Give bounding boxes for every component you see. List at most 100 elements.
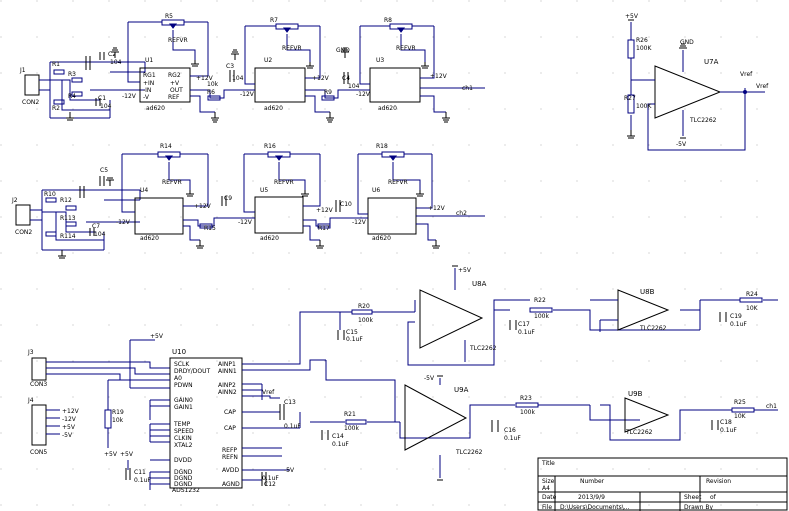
tb-date-val: 2013/9/9 (578, 494, 605, 501)
r21-val: 100k (344, 425, 359, 432)
c16-val: 0.1uF (504, 435, 521, 442)
r9-label: R9 (324, 89, 332, 96)
r4-resistor (71, 91, 83, 97)
u9b-opamp (624, 397, 670, 433)
u4-ref: U4 (140, 187, 148, 194)
r13-resistor (65, 221, 77, 227)
r26-label: R26 (636, 37, 648, 44)
u6-ref: U6 (372, 187, 380, 194)
r22-val: 100k (534, 313, 549, 320)
r10-resistor (45, 197, 57, 203)
c7-val: 104 (94, 231, 106, 238)
r5-label: R5 (165, 13, 173, 20)
r15-resistor (199, 223, 213, 229)
refvr-2: REFVR (282, 45, 302, 52)
u10-part: ADS1232 (172, 487, 200, 494)
u1-part: ad620 (146, 105, 165, 112)
j4-pin1: +12V (62, 408, 80, 415)
u10-r8: AVDD (222, 467, 239, 474)
u7a-part: TLC2262 (689, 117, 717, 124)
u5-part: ad620 (260, 235, 279, 242)
j3-ref: J3 (27, 349, 34, 356)
tb-size-val: A4 (542, 485, 550, 492)
r20-val: 100k (358, 317, 373, 324)
r24-label: R24 (746, 291, 758, 298)
u10-r7: REFN (222, 454, 238, 461)
text-layer: J1 CON2 R1 R2 R3 R4 C2 C1 104 104 U1 RG1… (11, 13, 777, 511)
con2-label: CON2 (15, 229, 32, 236)
u3-ref: U3 (376, 57, 384, 64)
u1-pin-nin: -IN (143, 87, 151, 94)
r3-resistor (71, 77, 83, 83)
r27-val: 100K (636, 103, 652, 110)
c2-val: 104 (110, 59, 122, 66)
row1-chain (24, 19, 485, 123)
r9-resistor (321, 95, 335, 101)
refvr-1: REFVR (168, 37, 188, 44)
m12-u5: -12V (238, 219, 253, 226)
r27-resistor (627, 94, 635, 114)
gnd-vref: GND (680, 39, 694, 46)
j4-connector-body (31, 404, 47, 446)
u6-part: ad620 (372, 235, 391, 242)
r1-resistor (53, 69, 65, 75)
refvr-4: REFVR (162, 179, 182, 186)
u10-r9: AGND (222, 481, 240, 488)
c9-label: C9 (224, 195, 232, 202)
tb-date-label: Date (542, 494, 557, 501)
u10-r0: AINP1 (218, 361, 236, 368)
u10-ref: U10 (172, 348, 186, 356)
c1-val: 104 (100, 103, 112, 110)
m5-vref: -5V (676, 141, 687, 148)
r16-label: R16 (264, 143, 276, 150)
r21-label: R21 (344, 411, 356, 418)
con3-label: CON3 (30, 381, 47, 388)
j2-ref: J2 (11, 197, 18, 204)
c17-val: 0.1uF (518, 329, 535, 336)
c19-val: 0.1uF (730, 321, 747, 328)
u10-r1: AINN1 (218, 368, 237, 375)
u1-pin-pin: +IN (143, 80, 154, 87)
p12-u5: +12V (316, 207, 334, 214)
u10-l6: TEMP (173, 421, 191, 428)
r12-resistor (65, 205, 77, 211)
p12-u4: +12V (194, 203, 212, 210)
m12-u4: -12V (116, 219, 131, 226)
c15-label: C15 (346, 329, 358, 336)
u8b-part: TLC2262 (639, 325, 667, 332)
r6-val: 10k (207, 81, 219, 88)
u10-r5: CAP (224, 425, 236, 432)
u1-pin-out: OUT (170, 87, 183, 94)
refvr-3: REFVR (396, 45, 416, 52)
u5-ref: U5 (260, 187, 268, 194)
c4-label: C4 (342, 75, 350, 82)
u1-pin-ref: REF (168, 94, 180, 101)
r19-val: 10k (112, 417, 124, 424)
u7a-opamp (654, 65, 722, 119)
r25-resistor (731, 407, 755, 413)
u10-l2: A0 (174, 375, 182, 382)
u8a-opamp (419, 289, 484, 349)
m12-u1: -12V (122, 93, 137, 100)
r27-label: R27 (624, 95, 636, 102)
c13-label: C13 (284, 399, 296, 406)
u1-pin-rg2: RG2 (168, 72, 181, 79)
c18-val: 0.1uF (720, 427, 737, 434)
u10-l7: SPEED (174, 428, 194, 435)
u9a-ref: U9A (454, 386, 469, 394)
u9a-opamp (404, 384, 468, 451)
u5-ad620 (254, 196, 304, 234)
gnd-r1: GND (336, 47, 350, 54)
r21-resistor (345, 419, 367, 425)
m5-u10: -5V (284, 467, 295, 474)
r23-resistor (515, 402, 539, 408)
con5-label: CON5 (30, 449, 47, 456)
u7a-vref: Vref (740, 71, 753, 78)
u10-l12: DGND (174, 475, 193, 482)
c12-val: 0.1uF (262, 475, 279, 482)
r2-resistor (53, 99, 65, 105)
u4-part: ad620 (140, 235, 159, 242)
net-ch1-top: ch1 (462, 85, 473, 92)
row2-chain (15, 151, 485, 259)
c1-label: C1 (98, 95, 106, 102)
